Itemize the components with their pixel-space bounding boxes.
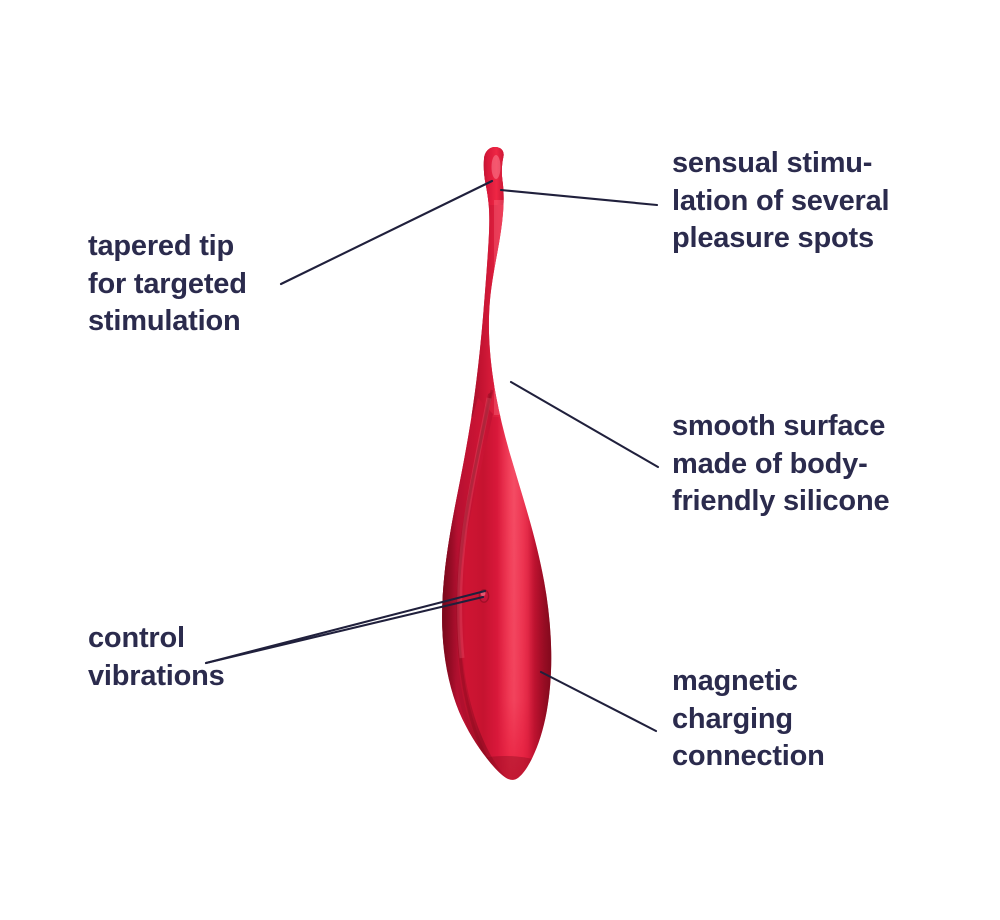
- body-right-edge-shade: [528, 400, 552, 780]
- callout-sensual-stimulation: sensual stimu- lation of several pleasur…: [672, 147, 890, 255]
- leader-line-tapered-tip: [279, 179, 494, 286]
- callout-magnetic-charging: magnetic charging connection: [672, 665, 825, 773]
- leader-lines: [204, 179, 660, 733]
- leader-line-sensual-stimulation: [499, 188, 659, 207]
- product-illustration: [442, 147, 552, 780]
- callout-control-vibrations: control vibrations: [88, 622, 225, 692]
- neck-specular-highlight: [494, 200, 505, 415]
- callout-tapered-tip: tapered tip for targeted stimulation: [88, 230, 247, 338]
- body-inner-rim-highlight: [457, 397, 492, 659]
- body-left-edge-shade: [442, 400, 458, 780]
- body-bottom-shade: [445, 756, 552, 780]
- leader-line-smooth-surface: [509, 380, 660, 469]
- tip-specular-highlight: [491, 155, 501, 179]
- callout-smooth-surface: smooth surface made of body- friendly si…: [672, 410, 890, 518]
- leader-line-magnetic-charging: [539, 670, 658, 733]
- leader-line-control-vibrations-b: [204, 589, 487, 665]
- body-fold-line: [456, 389, 494, 769]
